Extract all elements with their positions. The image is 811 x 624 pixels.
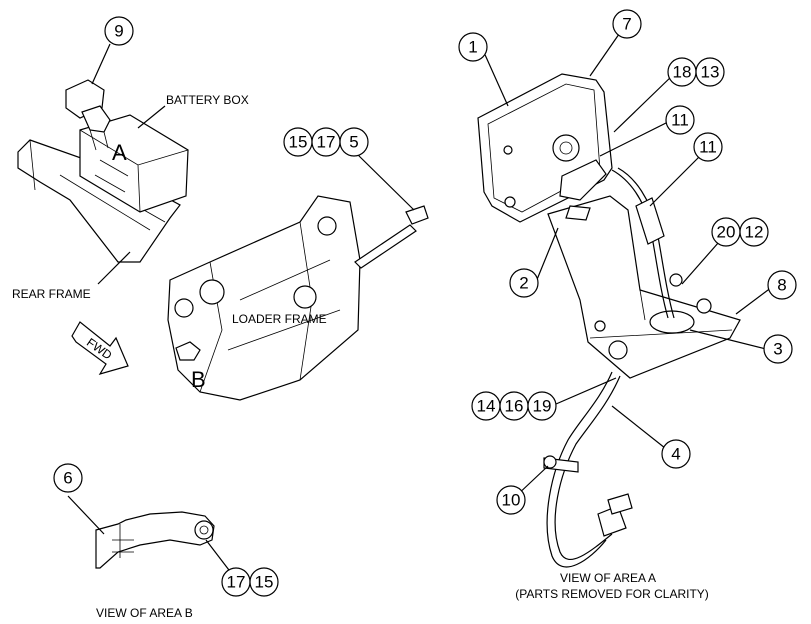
loader-frame-illustration (167, 151, 429, 401)
callout-4-number: 4 (671, 445, 680, 464)
callout-7-number: 7 (622, 15, 631, 34)
callout-7: 7 (612, 9, 642, 39)
callout-2-number: 2 (519, 274, 528, 293)
callout-3-number: 3 (773, 340, 782, 359)
callout-2: 2 (509, 268, 539, 298)
callout-10-number: 10 (502, 491, 521, 510)
callout-11-number: 11 (699, 138, 717, 157)
callout-13: 13 (695, 57, 725, 87)
callout-17-number: 17 (317, 133, 336, 152)
loader-frame-label: LOADER FRAME (232, 312, 327, 326)
area-b-marker: B (191, 367, 206, 392)
callout-20: 20 (711, 217, 741, 247)
callout-9: 9 (104, 16, 134, 46)
callout-17-number: 17 (227, 573, 246, 592)
callout-3: 3 (763, 334, 793, 364)
callout-15-bottom: 15 (249, 567, 279, 597)
callout-17-top: 17 (311, 127, 341, 157)
callout-19: 19 (527, 391, 557, 421)
view-area-b-label: VIEW OF AREA B (96, 606, 193, 620)
callout-18-number: 18 (673, 63, 692, 82)
battery-box-label: BATTERY BOX (166, 93, 249, 107)
callout-19-number: 19 (533, 397, 552, 416)
callout-12-number: 12 (745, 223, 764, 242)
callout-15-number: 15 (289, 133, 308, 152)
battery-box-illustration (17, 43, 189, 285)
area-a-illustration (477, 23, 777, 568)
callout-11-upper: 11 (665, 105, 695, 135)
callout-11-number: 11 (671, 111, 689, 130)
rear-frame-label: REAR FRAME (12, 287, 91, 301)
callout-11-lower: 11 (693, 132, 723, 162)
callout-4: 4 (661, 439, 691, 469)
callout-16: 16 (499, 391, 529, 421)
callout-14-number: 14 (477, 397, 496, 416)
view-area-a-note: (PARTS REMOVED FOR CLARITY) (515, 587, 709, 601)
callout-12: 12 (739, 217, 769, 247)
callout-1-number: 1 (468, 38, 477, 57)
callout-18: 18 (667, 57, 697, 87)
callout-6: 6 (53, 463, 83, 493)
callout-13-number: 13 (701, 63, 720, 82)
callout-10: 10 (496, 485, 526, 515)
callout-20-number: 20 (717, 223, 736, 242)
area-b-illustration (67, 495, 233, 575)
callout-6-number: 6 (63, 469, 72, 488)
area-a-marker: A (112, 140, 127, 165)
callout-14: 14 (471, 391, 501, 421)
callout-5-number: 5 (349, 133, 358, 152)
callout-16-number: 16 (505, 397, 524, 416)
callout-15-number: 15 (255, 573, 274, 592)
callout-9-number: 9 (114, 22, 123, 41)
callout-8-number: 8 (777, 276, 786, 295)
callout-5: 5 (339, 127, 369, 157)
callout-15-top: 15 (283, 127, 313, 157)
callout-8: 8 (767, 270, 797, 300)
view-area-a-title: VIEW OF AREA A (560, 571, 656, 585)
callout-17-bottom: 17 (221, 567, 251, 597)
forward-arrow-icon: FWD (71, 321, 129, 375)
callout-1: 1 (458, 32, 488, 62)
